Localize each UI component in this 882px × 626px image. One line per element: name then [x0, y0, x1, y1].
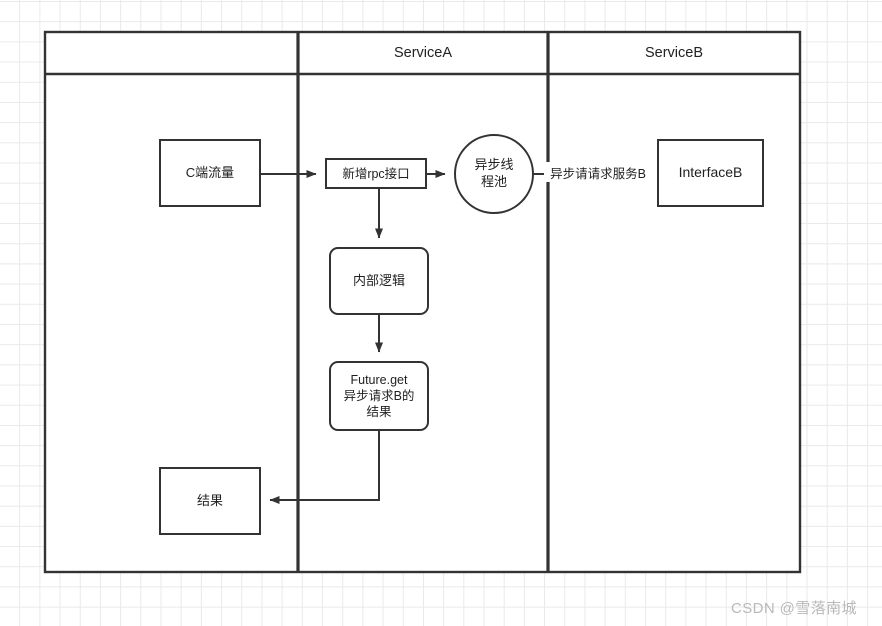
- node-shapes: [159, 134, 764, 535]
- node-internal-logic-shape: [329, 247, 429, 315]
- node-c-traffic-shape: [159, 139, 261, 207]
- node-interface-b-shape: [657, 139, 764, 207]
- node-new-rpc-interface-shape: [325, 158, 427, 189]
- node-async-thread-pool-shape: [454, 134, 534, 214]
- node-result-shape: [159, 467, 261, 535]
- node-future-get-shape: [329, 361, 429, 431]
- edge-future-get-to-result-path: [269, 430, 380, 504]
